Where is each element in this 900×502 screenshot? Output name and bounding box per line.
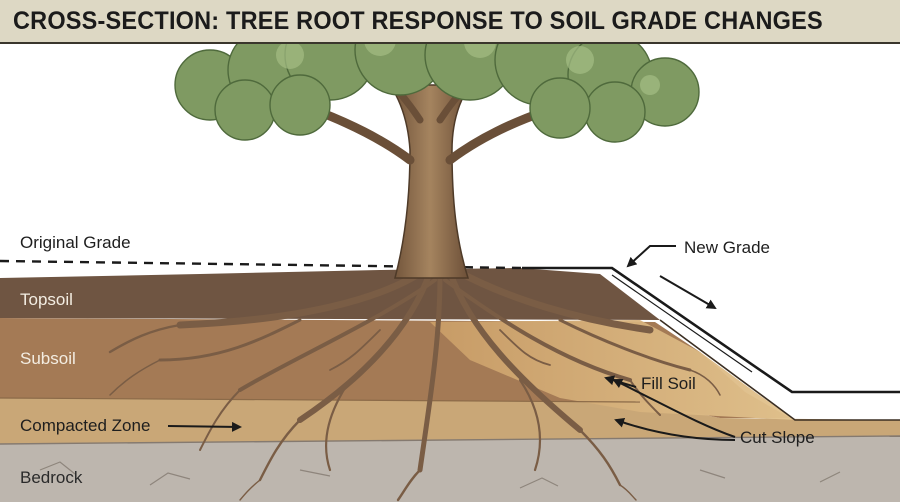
compacted-zone-arrow xyxy=(168,426,240,427)
label-original-grade: Original Grade xyxy=(20,233,131,253)
title-bar: CROSS-SECTION: TREE ROOT RESPONSE TO SOI… xyxy=(0,0,900,44)
diagram-title: CROSS-SECTION: TREE ROOT RESPONSE TO SOI… xyxy=(13,7,823,36)
soil-layers xyxy=(0,268,900,502)
label-compacted-zone: Compacted Zone xyxy=(20,416,150,436)
new-grade-pointer-arrow xyxy=(628,246,676,266)
label-topsoil: Topsoil xyxy=(20,290,73,310)
label-fill-soil: Fill Soil xyxy=(641,374,696,394)
tree-trunk xyxy=(390,85,470,278)
slope-direction-arrow xyxy=(660,276,715,308)
label-bedrock: Bedrock xyxy=(20,468,82,488)
label-cut-slope: Cut Slope xyxy=(740,428,815,448)
label-new-grade: New Grade xyxy=(684,238,770,258)
label-subsoil: Subsoil xyxy=(20,349,76,369)
